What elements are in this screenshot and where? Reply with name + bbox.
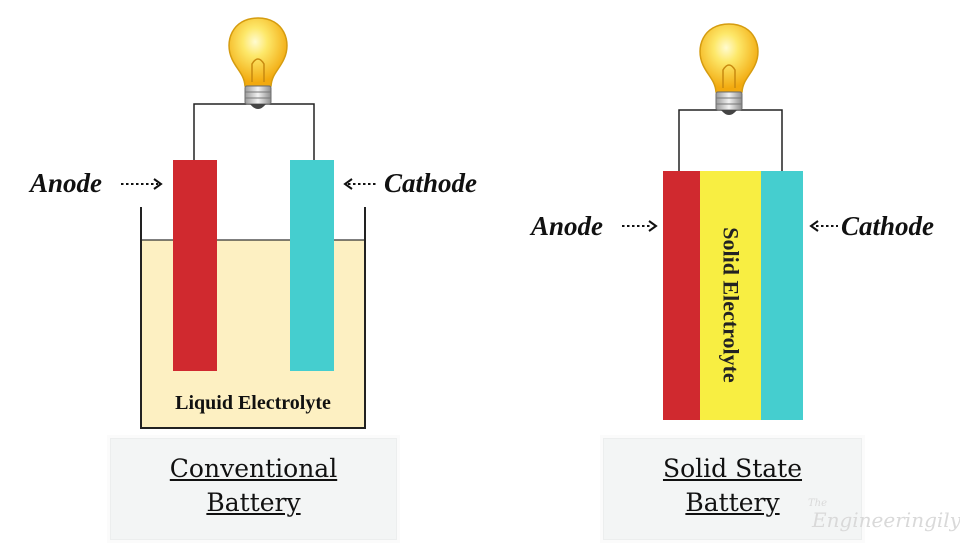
solid-state-anode-label: Anode bbox=[531, 211, 604, 241]
solid-state-caption: Solid State Battery bbox=[600, 435, 865, 543]
conventional-caption: Conventional Battery bbox=[107, 435, 400, 543]
watermark: The Engineeringily bbox=[808, 498, 960, 532]
solid-state-lightbulb-icon bbox=[699, 23, 759, 116]
liquid-electrolyte-label: Liquid Electrolyte bbox=[175, 392, 331, 414]
conventional-anode-arrow bbox=[121, 178, 163, 190]
conventional-caption-line2: Battery bbox=[206, 487, 301, 517]
conventional-cathode-electrode bbox=[290, 160, 334, 371]
beaker-container bbox=[140, 207, 366, 429]
conventional-cathode-arrow bbox=[343, 178, 378, 190]
solid-state-cathode-layer bbox=[761, 171, 803, 420]
solid-electrolyte-label: Solid Electrolyte bbox=[718, 227, 744, 383]
solid-state-cathode-label: Cathode bbox=[841, 211, 935, 241]
solid-state-anode-layer bbox=[663, 171, 701, 420]
solid-state-caption-line2: Battery bbox=[685, 487, 780, 517]
watermark-prefix: The bbox=[808, 498, 828, 509]
solid-state-caption-line1: Solid State bbox=[662, 454, 803, 483]
solid-state-cathode-arrow bbox=[809, 220, 838, 232]
conventional-wires bbox=[193, 103, 315, 161]
conventional-caption-line1: Conventional bbox=[169, 454, 338, 483]
solid-state-anode-arrow bbox=[622, 220, 658, 232]
conventional-lightbulb-icon bbox=[228, 17, 288, 110]
conventional-anode-label: Anode bbox=[30, 168, 103, 198]
solid-state-wires bbox=[678, 109, 783, 172]
conventional-anode-electrode bbox=[173, 160, 217, 371]
watermark-name: Engineeringily bbox=[812, 508, 960, 532]
solid-electrolyte-layer bbox=[700, 171, 761, 420]
conventional-cathode-label: Cathode bbox=[384, 168, 478, 198]
solid-electrolyte-label-wrap: Solid Electrolyte bbox=[700, 191, 761, 419]
